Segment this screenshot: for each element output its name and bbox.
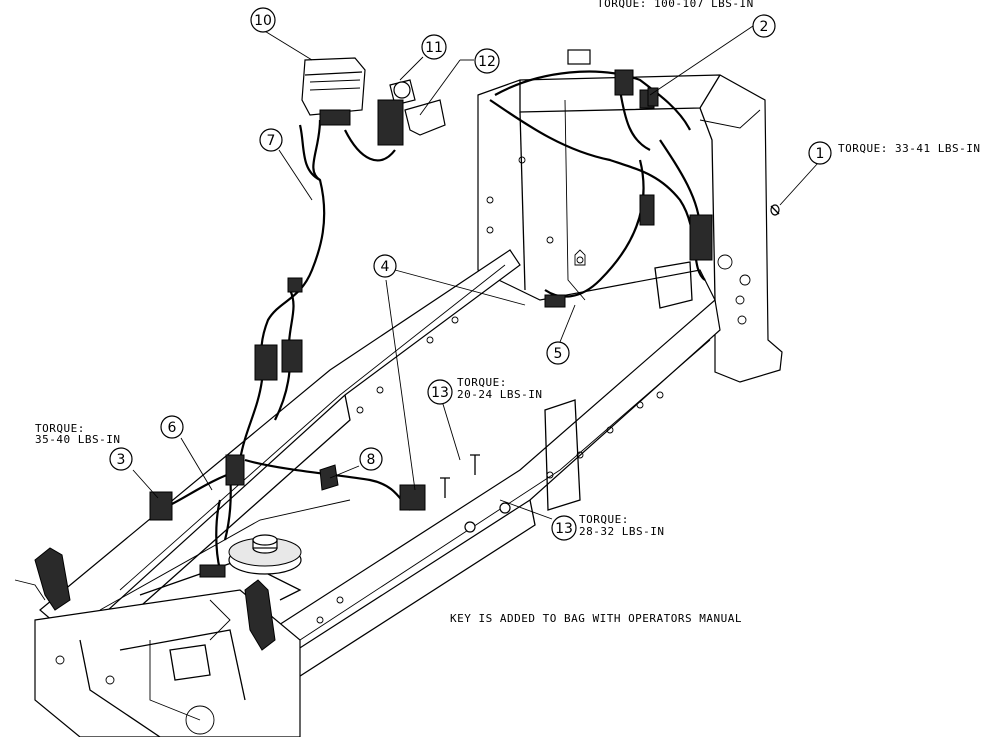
callout-8: 8 [359,447,383,471]
harness-connector-d [225,454,245,486]
fuse-item-2 [647,87,659,107]
callout-2: 2 [752,14,776,38]
pto-switch-connector [149,491,173,521]
svg-text:12: 12 [478,54,496,70]
svg-text:5: 5 [554,346,563,362]
svg-text:13: 13 [555,521,573,537]
seat-switch-connector [399,484,426,511]
svg-text:1: 1 [816,146,825,162]
svg-text:13: 13 [431,385,449,401]
svg-text:8: 8 [367,452,376,468]
top-torque-note: TORQUE: 100-107 LBS-IN [597,0,754,10]
callout-5: 5 [546,341,570,365]
chassis-frame [14,74,783,737]
nut-13 [499,502,511,514]
rear-connector-e [567,49,591,65]
svg-text:10: 10 [254,13,272,29]
svg-text:7: 7 [267,133,276,149]
pulley [228,534,302,575]
ground-connector [544,294,566,308]
rear-connector-c [639,194,655,226]
torque-note-13b-line1: TORQUE: [579,513,629,526]
torque-note-item-3-line2: 35-40 LBS-IN [35,433,120,446]
callout-13-upper: 13 [427,379,453,405]
key-switch [377,79,416,146]
bolt-13b [440,477,450,498]
torque-note-13a-line1: TORQUE: [457,376,507,389]
callout-4: 4 [373,254,397,278]
torque-note-13b-line2: 28-32 LBS-IN [579,525,664,538]
svg-text:6: 6 [168,420,177,436]
key-note: KEY IS ADDED TO BAG WITH OPERATORS MANUA… [450,612,742,625]
harness-connector-c [287,277,303,293]
callout-3: 3 [109,447,133,471]
callout-10: 10 [250,7,276,33]
bolt-13a [470,454,480,475]
rear-connector-d [689,214,713,261]
callout-13-lower: 13 [551,515,577,541]
harness-connector-b [281,339,303,373]
svg-text:4: 4 [381,259,390,275]
callout-7: 7 [259,128,283,152]
svg-text:11: 11 [425,40,443,56]
svg-text:3: 3 [117,452,126,468]
harness-clip [319,464,339,491]
callout-6: 6 [160,415,184,439]
callout-11: 11 [421,34,447,60]
torque-note-item-1: TORQUE: 33-41 LBS-IN [838,142,980,155]
bolt-item-1 [770,204,780,216]
front-connector [199,564,226,578]
switch-bracket [404,99,446,136]
rear-connector-a [614,69,634,96]
components [149,49,780,578]
svg-text:2: 2 [760,19,769,35]
harness-connector-a [254,344,278,381]
leader-lines [132,25,819,520]
callout-12: 12 [474,48,500,74]
torque-note-item-3-line1: TORQUE: [35,422,85,435]
control-module [301,57,366,126]
torque-note-13a-line2: 20-24 LBS-IN [457,388,542,401]
callout-1: 1 [808,141,832,165]
nut-13-lower [464,521,476,533]
